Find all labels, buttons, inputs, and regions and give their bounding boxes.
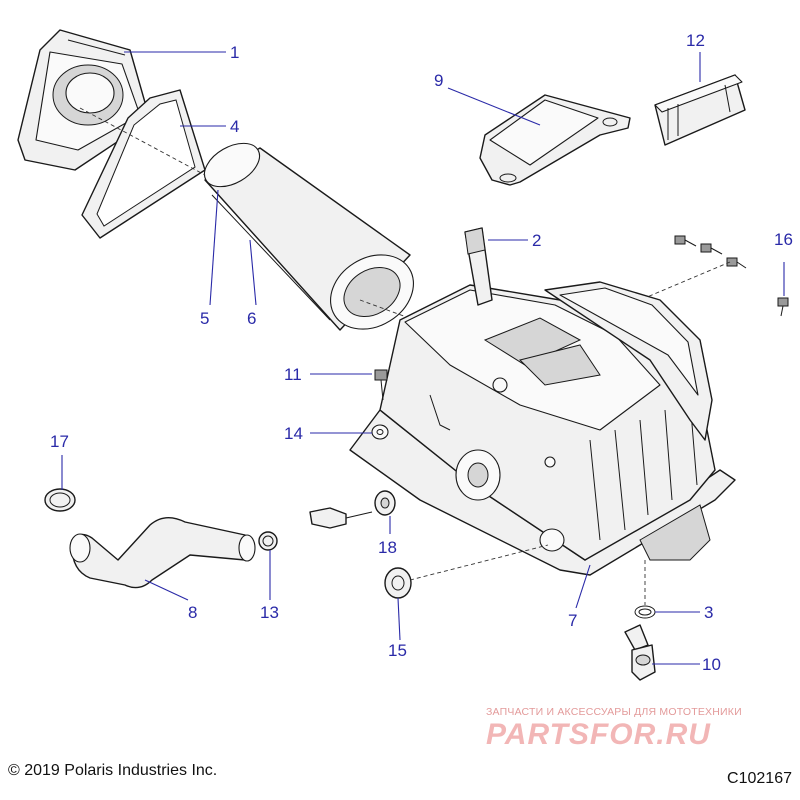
callout-14: 14 bbox=[284, 424, 303, 443]
watermark-brand: PARTSFOR.RU bbox=[486, 718, 711, 751]
callout-8: 8 bbox=[188, 603, 197, 622]
copyright-notice: © 2019 Polaris Industries Inc. bbox=[8, 762, 218, 779]
callout-6: 6 bbox=[247, 309, 256, 328]
callout-1: 1 bbox=[230, 43, 239, 62]
part-9-bracket bbox=[479, 94, 631, 186]
assembly-line-4 bbox=[409, 544, 549, 581]
part-4-seal bbox=[81, 89, 206, 239]
callout-2: 2 bbox=[532, 231, 541, 250]
part-17-clamp bbox=[44, 488, 76, 512]
part-10-drain-valve bbox=[624, 624, 656, 681]
watermark-tagline: ЗАПЧАСТИ И АКСЕССУАРЫ ДЛЯ МОТОТЕХНИКИ bbox=[486, 706, 742, 718]
callout-labels: 1 2 3 4 5 6 7 8 9 10 11 12 13 14 15 16 1… bbox=[50, 31, 793, 674]
leader-lines bbox=[61, 51, 785, 665]
part-18-grommet bbox=[374, 490, 396, 516]
callout-11: 11 bbox=[284, 365, 302, 384]
callout-7: 7 bbox=[568, 611, 577, 630]
callout-16: 16 bbox=[774, 230, 793, 249]
callout-18: 18 bbox=[378, 538, 397, 557]
part-15-plug bbox=[384, 567, 412, 599]
part-11-bolt bbox=[374, 369, 388, 401]
assembly-line-3 bbox=[639, 261, 731, 301]
callout-3: 3 bbox=[704, 603, 713, 622]
sensor-fitting bbox=[309, 507, 373, 529]
part-3-o-ring bbox=[634, 605, 656, 619]
callout-4: 4 bbox=[230, 117, 239, 136]
callout-9: 9 bbox=[434, 71, 443, 90]
callout-15: 15 bbox=[388, 641, 407, 660]
callout-12: 12 bbox=[686, 31, 705, 50]
part-14-washer bbox=[371, 424, 389, 440]
callout-17: 17 bbox=[50, 432, 69, 451]
part-2-strap bbox=[464, 227, 493, 306]
part-13-clamp bbox=[258, 531, 278, 551]
part-12-foam-strip bbox=[654, 74, 746, 146]
callout-10: 10 bbox=[702, 655, 721, 674]
figure-id: C102167 bbox=[727, 770, 792, 787]
part-7-airbox-housing bbox=[349, 281, 736, 576]
part-6-filter-element bbox=[203, 142, 414, 331]
part-1-intake-cover bbox=[17, 29, 151, 171]
callout-13: 13 bbox=[260, 603, 279, 622]
assembly-line-1 bbox=[79, 107, 206, 176]
assembly-line-2 bbox=[359, 299, 421, 323]
part-16-screws bbox=[674, 235, 789, 317]
part-8-hose bbox=[69, 517, 256, 589]
callout-5: 5 bbox=[200, 309, 209, 328]
